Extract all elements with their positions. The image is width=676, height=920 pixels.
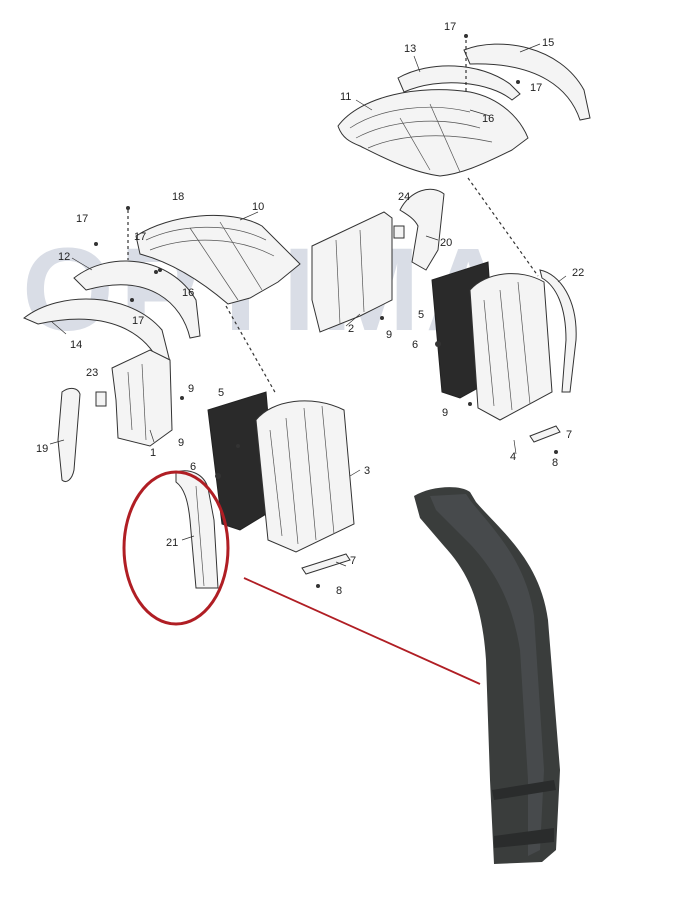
callout-22: 22 — [572, 267, 584, 279]
callout-labels: 17 13 15 17 11 16 18 10 24 17 17 20 12 2… — [36, 21, 584, 597]
part-7-plate-right — [529, 425, 561, 443]
callout-4: 4 — [510, 451, 516, 463]
callout-20: 20 — [440, 237, 452, 249]
callout-1: 1 — [150, 447, 156, 459]
callout-7: 7 — [566, 429, 572, 441]
callout-23: 23 — [86, 367, 98, 379]
part-12-arch — [73, 260, 201, 339]
callout-17: 17 — [132, 315, 144, 327]
callout-16: 16 — [182, 287, 194, 299]
callout-7: 7 — [350, 555, 356, 567]
callout-2: 2 — [348, 323, 354, 335]
callout-24: 24 — [398, 191, 410, 203]
callout-9: 9 — [442, 407, 448, 419]
dash-line-left — [225, 305, 277, 395]
part-2-panel — [311, 211, 393, 333]
part-24-clip — [393, 225, 405, 239]
callout-12: 12 — [58, 251, 70, 263]
callout-6: 6 — [190, 461, 196, 473]
part-19-bracket — [57, 387, 81, 483]
callout-15: 15 — [542, 37, 554, 49]
callout-8: 8 — [336, 585, 342, 597]
part-15-arch — [463, 43, 591, 121]
part-20-arch — [399, 188, 445, 271]
callout-3: 3 — [364, 465, 370, 477]
part-10-fender-top — [135, 214, 301, 305]
callout-9: 9 — [188, 383, 194, 395]
part-13-arch — [397, 65, 521, 101]
part-7-plate-mid — [301, 553, 351, 575]
part-21-trim — [175, 470, 219, 589]
dash-line-right — [467, 177, 539, 277]
part-23-clip — [95, 391, 107, 407]
fasteners — [94, 34, 558, 588]
callout-17: 17 — [530, 82, 542, 94]
callout-16: 16 — [482, 113, 494, 125]
callout-14: 14 — [70, 339, 82, 351]
highlight-pointer — [243, 577, 481, 685]
callout-9: 9 — [178, 437, 184, 449]
callout-5: 5 — [218, 387, 224, 399]
callout-18: 18 — [172, 191, 184, 203]
part-22-bracket — [539, 269, 577, 393]
product-photo-trim — [414, 487, 560, 864]
callout-13: 13 — [404, 43, 416, 55]
callout-17: 17 — [76, 213, 88, 225]
callout-9: 9 — [386, 329, 392, 341]
part-1-side-panel — [111, 349, 173, 447]
highlight-circle — [122, 470, 230, 626]
leader-lines — [49, 43, 567, 567]
part-4-mudflap — [469, 273, 553, 421]
callout-21: 21 — [166, 537, 178, 549]
callout-11: 11 — [340, 91, 351, 103]
part-3-mudflap — [255, 400, 355, 553]
part-11-fender-top — [337, 89, 529, 177]
callout-19: 19 — [36, 443, 48, 455]
callout-10: 10 — [252, 201, 264, 213]
callout-17: 17 — [444, 21, 456, 33]
callout-8: 8 — [552, 457, 558, 469]
callout-6: 6 — [412, 339, 418, 351]
callout-17: 17 — [134, 231, 146, 243]
callout-5: 5 — [418, 309, 424, 321]
